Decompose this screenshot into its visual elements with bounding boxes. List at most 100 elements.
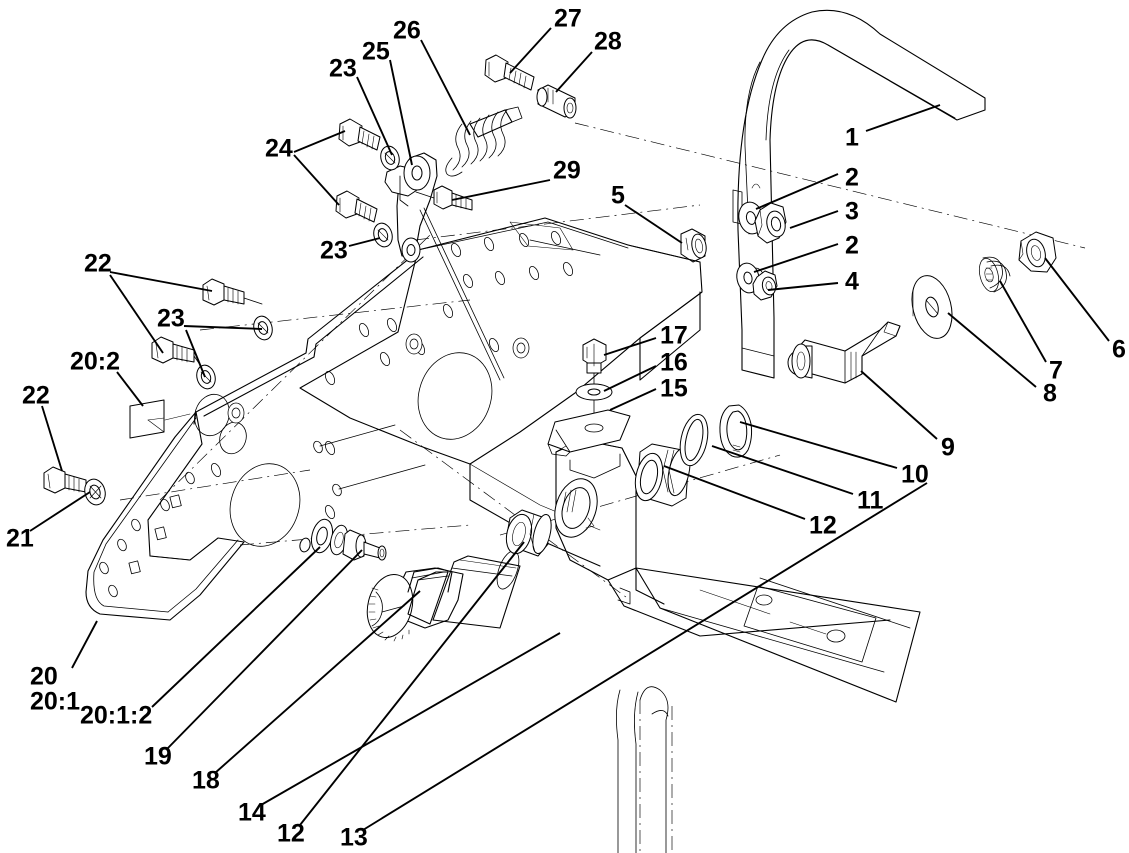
callout-leader-c10 bbox=[739, 421, 898, 469]
callout-number-3: 3 bbox=[845, 198, 859, 226]
callout-number-18: 18 bbox=[192, 767, 220, 795]
part-lock-washer-21 bbox=[84, 478, 106, 506]
part-rod-end-bolt-29 bbox=[433, 185, 473, 211]
callout-leader-c8 bbox=[947, 312, 1037, 388]
callout-leader-c25 bbox=[389, 59, 413, 166]
callout-number-9: 9 bbox=[941, 434, 955, 462]
callout-number-23: 23 bbox=[157, 305, 185, 333]
callout-leader-c22a bbox=[109, 271, 213, 292]
part-hex-flange-bolt-22-upper bbox=[202, 278, 263, 306]
callout-number-20: 20 bbox=[30, 663, 58, 691]
callout-leader-c12a bbox=[663, 465, 806, 520]
callout-leader-c17 bbox=[603, 337, 657, 356]
callout-number-17: 17 bbox=[660, 322, 688, 350]
callout-leader-c20 bbox=[71, 620, 98, 669]
part-side-plate-assembly bbox=[85, 411, 245, 621]
callout-leader-c14 bbox=[260, 632, 561, 806]
callout-leader-c24b bbox=[293, 154, 340, 206]
callout-number-15: 15 bbox=[660, 375, 688, 403]
part-bushing-small-19 bbox=[299, 518, 349, 556]
callout-number-12: 12 bbox=[809, 512, 837, 540]
part-lock-washer-23-left-upper bbox=[253, 315, 273, 341]
callout-leader-c16 bbox=[603, 365, 657, 392]
part-lock-washer-23-left-lower bbox=[196, 364, 216, 390]
part-o-ring-11 bbox=[679, 413, 709, 467]
callout-number-23: 23 bbox=[329, 55, 357, 83]
callout-number-1: 1 bbox=[845, 124, 859, 152]
callout-number-19: 19 bbox=[144, 743, 172, 771]
callout-leader-c18 bbox=[214, 590, 421, 774]
callout-number-6: 6 bbox=[1112, 336, 1126, 364]
part-lock-washer-23-top-upper bbox=[380, 145, 400, 171]
callout-number-2: 2 bbox=[845, 164, 859, 192]
part-locknut-large bbox=[754, 202, 787, 244]
callout-number-10: 10 bbox=[901, 461, 929, 489]
callout-leader-c12b bbox=[299, 541, 525, 826]
callout-leader-c29 bbox=[451, 179, 551, 201]
callout-leader-c27 bbox=[509, 27, 552, 74]
callout-number-4: 4 bbox=[845, 268, 859, 296]
callout-leader-c5 bbox=[624, 204, 683, 244]
callout-leader-c13 bbox=[362, 482, 928, 831]
callout-leader-c20_2 bbox=[116, 371, 144, 407]
part-hex-flange-bolt-22-lower bbox=[151, 336, 206, 373]
callout-number-24: 24 bbox=[265, 135, 293, 163]
callout-leader-c23c bbox=[348, 237, 381, 247]
part-compression-spring bbox=[978, 256, 1011, 293]
callout-leader-c24 bbox=[293, 130, 346, 153]
part-large-flat-washer bbox=[911, 275, 953, 339]
callout-number-20-2: 20:2 bbox=[70, 348, 120, 376]
part-hex-flange-bolt-22-far-left bbox=[43, 466, 95, 494]
part-hex-nut bbox=[1018, 231, 1057, 273]
part-hex-head-bolt-24-lower bbox=[335, 190, 378, 223]
callout-leader-c19 bbox=[166, 549, 363, 750]
part-spacer-sleeve-28 bbox=[536, 84, 577, 119]
callout-leader-c15 bbox=[609, 388, 657, 411]
callout-number-7: 7 bbox=[1049, 357, 1063, 385]
callout-leader-c11 bbox=[711, 445, 854, 495]
part-bushing-12-lower bbox=[505, 509, 552, 557]
callout-leader-c7 bbox=[999, 280, 1047, 363]
callout-leader-c2a bbox=[755, 173, 839, 210]
part-shoulder-shaft bbox=[787, 321, 901, 384]
callout-number-29: 29 bbox=[553, 157, 581, 185]
callout-leader-c22a2 bbox=[109, 274, 164, 354]
part-retaining-ring-10 bbox=[719, 404, 753, 458]
callout-leader-c2b bbox=[753, 243, 839, 273]
part-extension-spring bbox=[445, 106, 523, 177]
callout-leader-lines bbox=[29, 27, 1110, 831]
callout-number-12: 12 bbox=[277, 820, 305, 848]
part-hex-head-bolt-24-upper bbox=[338, 118, 381, 151]
callout-number-22: 22 bbox=[22, 382, 50, 410]
callout-number-20-1-2: 20:1:2 bbox=[80, 702, 152, 730]
part-pivot-tube-13 bbox=[407, 550, 521, 629]
callout-number-27: 27 bbox=[554, 5, 582, 33]
callout-leader-c23a bbox=[356, 76, 393, 156]
callout-number-layer: 1232456789101112151617131214181920:1:220… bbox=[6, 5, 1126, 852]
callout-number-13: 13 bbox=[340, 824, 368, 852]
callout-leader-c23d2 bbox=[185, 329, 206, 378]
part-bushing-5 bbox=[680, 228, 707, 263]
callout-leader-c9 bbox=[860, 370, 938, 440]
callout-number-26: 26 bbox=[393, 17, 421, 45]
part-washer-16 bbox=[575, 383, 613, 401]
part-bushing-12-right bbox=[634, 443, 691, 507]
callout-leader-c1 bbox=[865, 104, 941, 132]
callout-leader-c21 bbox=[29, 491, 91, 532]
callout-leader-c6 bbox=[1044, 257, 1110, 342]
callout-number-21: 21 bbox=[6, 525, 34, 553]
construction-axes bbox=[119, 122, 1086, 853]
callout-number-20-1: 20:1 bbox=[30, 688, 80, 716]
part-main-frame-plate bbox=[193, 217, 703, 567]
callout-number-25: 25 bbox=[362, 38, 390, 66]
callout-number-22: 22 bbox=[84, 250, 112, 278]
part-pivot-arm bbox=[384, 152, 505, 381]
part-hex-bolt-27 bbox=[484, 54, 535, 91]
callout-leader-c26 bbox=[420, 39, 471, 136]
callout-leader-c28 bbox=[555, 51, 593, 93]
callout-number-8: 8 bbox=[1043, 380, 1057, 408]
callout-leader-c20_1_2 bbox=[151, 546, 321, 708]
part-lock-washer-23-top-lower bbox=[373, 222, 393, 248]
